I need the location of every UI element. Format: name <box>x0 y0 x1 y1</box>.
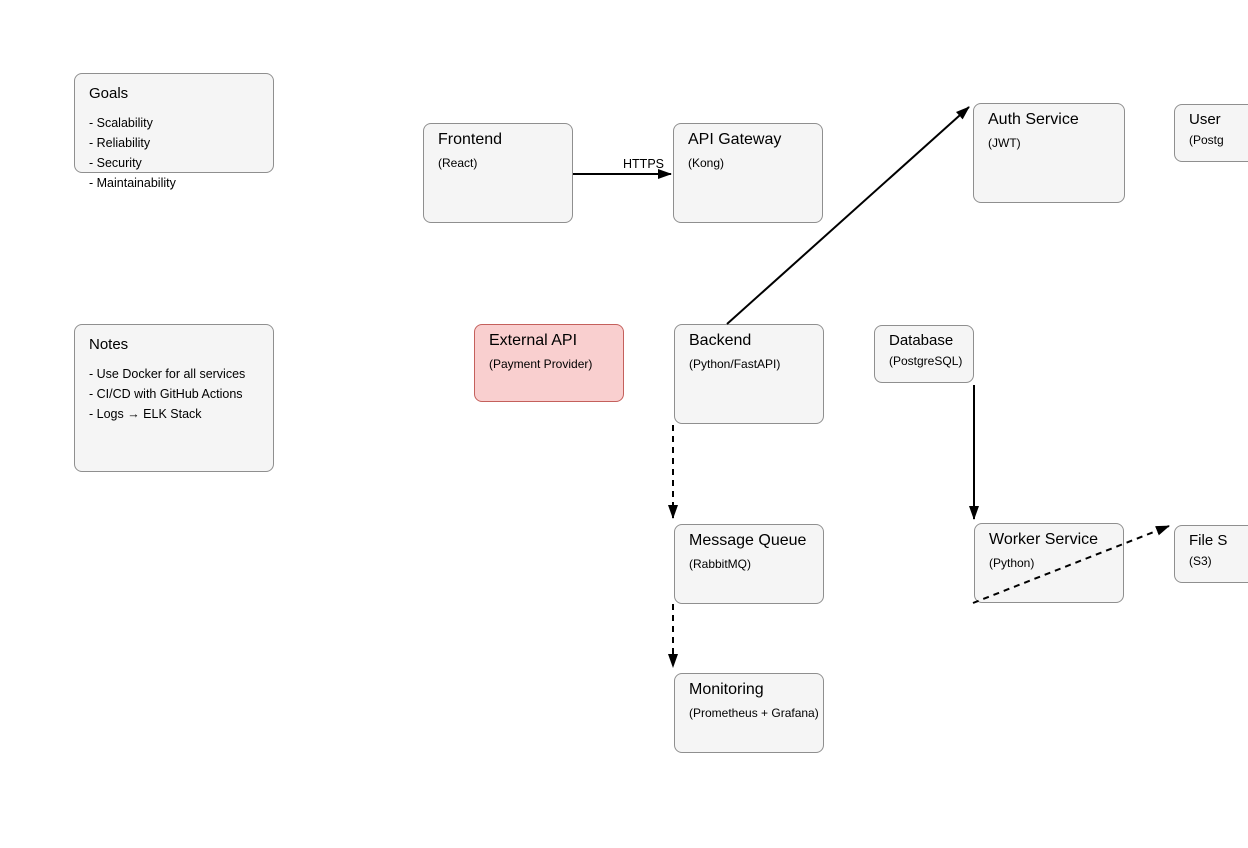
node-subtitle: (PostgreSQL) <box>889 354 963 368</box>
goals-item: - Scalability <box>89 116 153 130</box>
node-subtitle: (React) <box>438 156 478 170</box>
node-subtitle: (Python/FastAPI) <box>689 357 781 371</box>
node-backend[interactable]: Backend (Python/FastAPI) <box>674 324 824 424</box>
node-title: User <box>1189 111 1221 128</box>
node-database[interactable]: Database (PostgreSQL) <box>874 325 974 383</box>
node-worker-service[interactable]: Worker Service (Python) <box>974 523 1124 603</box>
sticky-note-goals[interactable]: Goals - Scalability - Reliability - Secu… <box>74 73 274 190</box>
edge-worker-service-to-file-storage[interactable] <box>972 525 1170 604</box>
node-subtitle: (Kong) <box>688 156 725 170</box>
node-subtitle: (JWT) <box>988 136 1021 150</box>
node-external-api[interactable]: External API (Payment Provider) <box>474 324 624 402</box>
node-title: File S <box>1189 532 1228 549</box>
node-title: Monitoring <box>689 681 764 698</box>
sticky-note-title: Goals <box>89 85 129 102</box>
node-subtitle: (Postg <box>1189 133 1224 147</box>
node-user-db[interactable]: User (Postg <box>1174 104 1248 162</box>
node-frontend[interactable]: Frontend (React) <box>423 123 573 223</box>
node-title: Database <box>889 332 954 349</box>
node-title: Auth Service <box>988 111 1079 128</box>
node-title: External API <box>489 332 578 349</box>
node-monitoring[interactable]: Monitoring (Prometheus + Grafana) <box>674 673 824 753</box>
node-title: Message Queue <box>689 532 807 549</box>
goals-item: - Reliability <box>89 136 151 150</box>
node-title: Frontend <box>438 131 503 148</box>
node-title: Worker Service <box>989 531 1099 548</box>
node-subtitle: (Python) <box>989 556 1035 570</box>
edge-frontend-to-api-gateway[interactable]: HTTPS <box>573 157 672 179</box>
node-auth-service[interactable]: Auth Service (JWT) <box>973 103 1125 203</box>
node-subtitle: (Prometheus + Grafana) <box>689 706 819 720</box>
node-subtitle: (Payment Provider) <box>489 357 593 371</box>
notes-item: - CI/CD with GitHub Actions <box>89 387 243 401</box>
goals-item: - Maintainability <box>89 176 176 190</box>
node-api-gateway[interactable]: API Gateway (Kong) <box>673 123 823 223</box>
notes-item: - Use Docker for all services <box>89 367 246 381</box>
node-subtitle: (S3) <box>1189 554 1212 568</box>
node-file-storage[interactable]: File S (S3) <box>1174 525 1248 583</box>
edge-backend-to-auth-service[interactable] <box>726 106 970 325</box>
goals-item: - Security <box>89 156 142 170</box>
edge-label-https[interactable]: HTTPS <box>623 157 664 171</box>
node-title: Backend <box>689 332 752 349</box>
node-title: API Gateway <box>688 131 782 148</box>
sticky-note-title: Notes <box>89 336 129 353</box>
node-message-queue[interactable]: Message Queue (RabbitMQ) <box>674 524 824 604</box>
notes-item: - Logs → ELK Stack <box>89 407 202 421</box>
node-subtitle: (RabbitMQ) <box>689 557 752 571</box>
sticky-note-notes[interactable]: Notes - Use Docker for all services - CI… <box>74 324 274 472</box>
